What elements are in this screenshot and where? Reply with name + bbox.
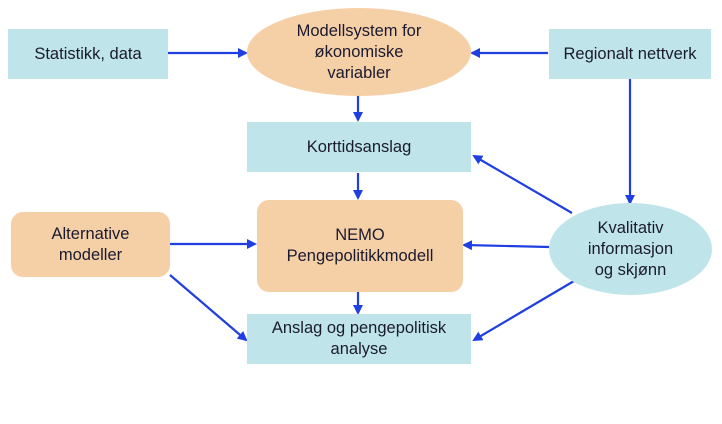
edge-kvalitativ-to-korttid <box>472 154 573 214</box>
node-statistikk-data: Statistikk, data <box>8 29 168 79</box>
node-alternative-modeller: Alternative modeller <box>11 212 170 277</box>
node-korttidsanslag: Korttidsanslag <box>247 122 471 172</box>
node-nemo: NEMO Pengepolitikkmodell <box>257 200 463 292</box>
node-regionalt-nettverk: Regionalt nettverk <box>549 29 711 79</box>
node-kvalitativ-informasjon: Kvalitativ informasjon og skjønn <box>549 203 712 295</box>
edge-kvalitativ-to-anslag <box>472 280 575 342</box>
node-anslag-pengepolitisk: Anslag og pengepolitisk analyse <box>247 314 471 364</box>
edge-kvalitativ-to-nemo <box>462 240 550 251</box>
node-modellsystem: Modellsystem for økonomiske variabler <box>247 8 471 96</box>
edge-alternative-to-anslag <box>169 274 248 342</box>
